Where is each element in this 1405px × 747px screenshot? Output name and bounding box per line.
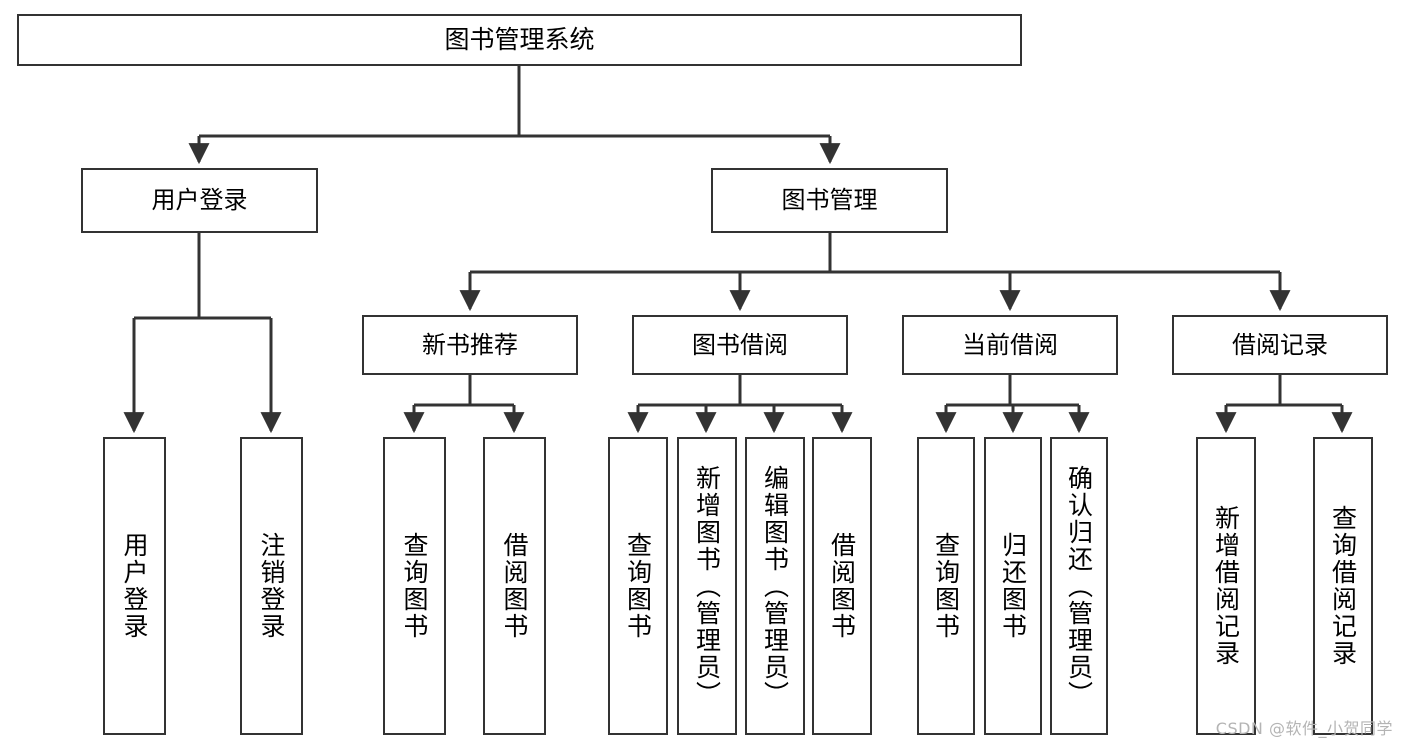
node-leaf-borrow-book-1[interactable]: 借阅图书 bbox=[483, 437, 546, 735]
node-leaf-add-book[interactable]: 新增图书（管理员） bbox=[677, 437, 737, 735]
node-leaf-add-record-label: 新增借阅记录 bbox=[1211, 505, 1241, 667]
node-leaf-query-book-2-label: 查询图书 bbox=[623, 532, 653, 640]
node-book-manage[interactable]: 图书管理 bbox=[711, 168, 948, 233]
node-new-book-recommend[interactable]: 新书推荐 bbox=[362, 315, 578, 375]
node-leaf-add-record[interactable]: 新增借阅记录 bbox=[1196, 437, 1256, 735]
node-leaf-query-record-label: 查询借阅记录 bbox=[1328, 505, 1358, 667]
node-root-label: 图书管理系统 bbox=[444, 25, 595, 55]
node-borrow-record[interactable]: 借阅记录 bbox=[1172, 315, 1388, 375]
node-new-book-recommend-label: 新书推荐 bbox=[422, 330, 518, 359]
node-leaf-query-book-3[interactable]: 查询图书 bbox=[917, 437, 975, 735]
node-current-borrow[interactable]: 当前借阅 bbox=[902, 315, 1118, 375]
node-leaf-borrow-book-1-label: 借阅图书 bbox=[500, 532, 529, 640]
node-root[interactable]: 图书管理系统 bbox=[17, 14, 1022, 66]
node-leaf-query-book-1-label: 查询图书 bbox=[400, 532, 429, 640]
node-leaf-query-book-2[interactable]: 查询图书 bbox=[608, 437, 668, 735]
node-user-login[interactable]: 用户登录 bbox=[81, 168, 318, 233]
node-leaf-borrow-book-2[interactable]: 借阅图书 bbox=[812, 437, 872, 735]
node-leaf-query-book-1[interactable]: 查询图书 bbox=[383, 437, 446, 735]
node-book-borrow[interactable]: 图书借阅 bbox=[632, 315, 848, 375]
node-borrow-record-label: 借阅记录 bbox=[1232, 330, 1328, 359]
watermark-text: CSDN @软件_小贺同学 bbox=[1215, 719, 1393, 738]
node-leaf-return-book[interactable]: 归还图书 bbox=[984, 437, 1042, 735]
node-leaf-borrow-book-2-label: 借阅图书 bbox=[827, 532, 857, 640]
node-leaf-logout-login[interactable]: 注销登录 bbox=[240, 437, 303, 735]
node-leaf-user-login-label: 用户登录 bbox=[120, 532, 149, 640]
node-leaf-edit-book[interactable]: 编辑图书（管理员） bbox=[745, 437, 805, 735]
node-leaf-return-book-label: 归还图书 bbox=[998, 532, 1028, 640]
node-leaf-confirm-return-label: 确认归还（管理员） bbox=[1064, 464, 1094, 708]
node-leaf-add-book-label: 新增图书（管理员） bbox=[692, 464, 722, 708]
node-book-manage-label: 图书管理 bbox=[781, 186, 878, 215]
node-book-borrow-label: 图书借阅 bbox=[692, 330, 788, 359]
node-current-borrow-label: 当前借阅 bbox=[962, 330, 1058, 359]
node-leaf-edit-book-label: 编辑图书（管理员） bbox=[760, 464, 790, 708]
node-user-login-label: 用户登录 bbox=[151, 186, 248, 215]
node-leaf-confirm-return[interactable]: 确认归还（管理员） bbox=[1050, 437, 1108, 735]
node-leaf-logout-login-label: 注销登录 bbox=[257, 532, 286, 640]
node-leaf-query-record[interactable]: 查询借阅记录 bbox=[1313, 437, 1373, 735]
node-leaf-query-book-3-label: 查询图书 bbox=[931, 532, 961, 640]
node-leaf-user-login[interactable]: 用户登录 bbox=[103, 437, 166, 735]
